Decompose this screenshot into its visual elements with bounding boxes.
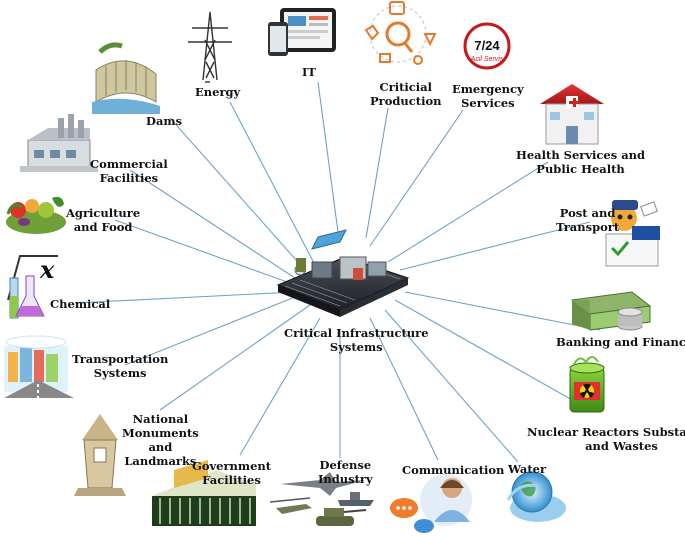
power-pylon-icon: [188, 12, 232, 82]
sector-label-line: Services: [452, 96, 524, 110]
connector-it: [318, 82, 338, 232]
sector-label-line: Banking and Finance: [556, 335, 685, 349]
hospital-icon: [540, 84, 604, 144]
money-stack-icon: [572, 292, 650, 330]
connector-banking: [405, 292, 600, 330]
sector-label-government: Government Facilities: [192, 459, 271, 487]
sector-label-line: National: [122, 412, 199, 426]
sector-label-line: Systems: [72, 366, 168, 380]
sector-label-line: Monuments: [122, 426, 199, 440]
sector-label-line: and Food: [66, 220, 140, 234]
radioactive-barrel-icon: [570, 357, 604, 412]
sector-label-line: Emergency: [452, 82, 524, 96]
sector-label-line: Dams: [146, 114, 182, 128]
sector-label-water: Water: [508, 462, 546, 476]
center-label-line: Critical Infrastructure: [284, 326, 429, 340]
water-globe-icon: [508, 472, 566, 522]
badge-number-text: 7/24: [474, 38, 500, 53]
sector-label-line: Chemical: [50, 297, 110, 311]
sector-label-line: Industry: [318, 472, 373, 486]
sector-label-line: Agriculture: [66, 206, 140, 220]
monument-icon: [74, 414, 126, 496]
sector-label-defense: Defense Industry: [318, 458, 373, 486]
center-label: Critical Infrastructure Systems: [284, 326, 429, 354]
sector-label-banking: Banking and Finance: [556, 335, 685, 349]
connector-agriculture: [115, 220, 290, 283]
connector-energy: [230, 102, 315, 265]
connector-health: [388, 162, 548, 262]
production-cycle-icon: [366, 2, 435, 64]
sector-label-line: Water: [508, 462, 546, 476]
sector-label-line: Post and: [556, 206, 619, 220]
sector-label-line: Communication: [402, 463, 504, 477]
sector-label-line: Facilities: [192, 473, 271, 487]
sector-label-line: Transport: [556, 220, 619, 234]
sector-label-line: Public Health: [516, 162, 645, 176]
factory-icon: [20, 114, 98, 172]
sector-label-line: Transportation: [72, 352, 168, 366]
sector-label-commercial: Commercial Facilities: [90, 157, 168, 185]
sector-label-line: Facilities: [90, 171, 168, 185]
produce-icon: [6, 197, 66, 234]
sector-label-transport: Transportation Systems: [72, 352, 168, 380]
sector-label-line: Criticial: [370, 80, 442, 94]
badge-caption-text: Acil Servis: [470, 56, 504, 63]
tablet-devices-icon: [268, 8, 336, 56]
sector-label-health: Health Services and Public Health: [516, 148, 645, 176]
sector-label-line: Health Services and: [516, 148, 645, 162]
sector-label-nuclear: Nuclear Reactors Substances and Wastes: [527, 425, 685, 453]
city-road-icon: [4, 336, 74, 398]
center-label-line: Systems: [284, 340, 429, 354]
sector-label-line: Landmarks: [122, 454, 199, 468]
sector-label-communication: Communication: [402, 463, 504, 477]
sector-label-line: and Wastes: [527, 439, 685, 453]
connector-commercial: [130, 170, 295, 278]
central-circuit-board-icon: [278, 230, 408, 317]
sector-label-line: Government: [192, 459, 271, 473]
sector-label-line: Energy: [195, 85, 240, 99]
call-center-icon: [390, 474, 472, 533]
sector-label-dams: Dams: [146, 114, 182, 128]
chemistry-symbol-text: x: [39, 255, 55, 284]
sector-label-emergency: Emergency Services: [452, 82, 524, 110]
sector-label-critical-production: Criticial Production: [370, 80, 442, 108]
sector-label-line: Defense: [318, 458, 373, 472]
dam-icon: [92, 45, 160, 114]
sector-label-post: Post and Transport: [556, 206, 619, 234]
sector-label-monuments: National Monuments and Landmarks: [122, 412, 199, 468]
sector-label-agriculture: Agriculture and Food: [66, 206, 140, 234]
sector-label-line: and: [122, 440, 199, 454]
sector-label-line: Production: [370, 94, 442, 108]
sector-label-line: IT: [302, 65, 316, 79]
sector-label-energy: Energy: [195, 85, 240, 99]
emergency-badge-icon: 7/24 Acil Servis: [465, 24, 509, 68]
sector-label-it: IT: [302, 65, 316, 79]
sector-label-line: Nuclear Reactors Substances: [527, 425, 685, 439]
sector-label-line: Commercial: [90, 157, 168, 171]
sector-label-chemical: Chemical: [50, 297, 110, 311]
connector-critical: [366, 108, 388, 238]
